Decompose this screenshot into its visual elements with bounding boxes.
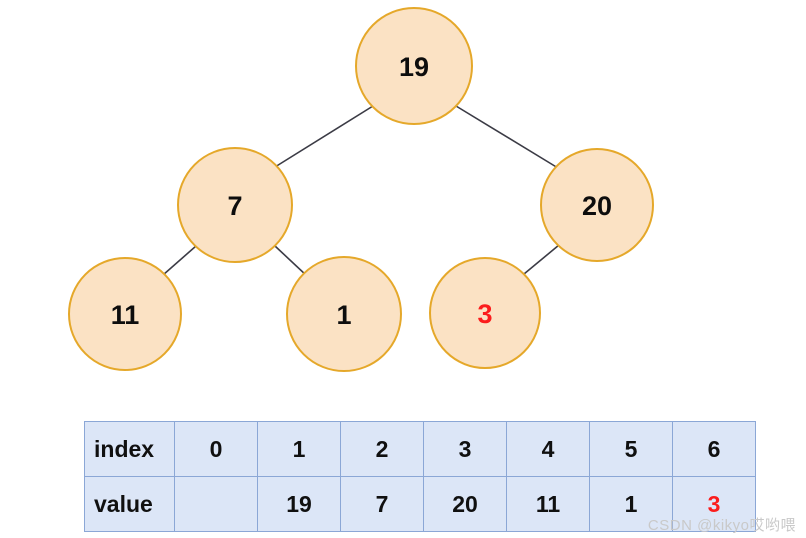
index-cell-4: 4 xyxy=(506,421,590,477)
tree-node-circle xyxy=(540,148,654,262)
tree-node-circle xyxy=(68,257,182,371)
index-cell-2: 2 xyxy=(340,421,424,477)
tree-node-19[interactable]: 19 xyxy=(355,7,473,125)
value-cell-3: 20 xyxy=(423,476,507,532)
tree-edge-n7-n11 xyxy=(162,245,197,276)
tree-node-1[interactable]: 1 xyxy=(286,256,402,372)
tree-node-20[interactable]: 20 xyxy=(540,148,654,262)
tree-node-11[interactable]: 11 xyxy=(68,257,182,371)
row-header-value: value xyxy=(84,476,175,532)
tree-edge-n19-n7 xyxy=(274,105,374,168)
tree-node-circle xyxy=(177,147,293,263)
tree-node-circle xyxy=(355,7,473,125)
index-cell-5: 5 xyxy=(589,421,673,477)
index-cell-1: 1 xyxy=(257,421,341,477)
tree-node-3[interactable]: 3 xyxy=(429,257,541,369)
value-cell-5: 1 xyxy=(589,476,673,532)
tree-node-7[interactable]: 7 xyxy=(177,147,293,263)
value-cell-0 xyxy=(174,476,258,532)
index-cell-0: 0 xyxy=(174,421,258,477)
tree-node-circle xyxy=(286,256,402,372)
tree-node-label: 11 xyxy=(111,300,140,330)
tree-edge-n7-n1 xyxy=(274,245,308,277)
tree-node-label: 3 xyxy=(477,299,492,329)
row-header-index: index xyxy=(84,421,175,477)
tree-edge-n20-n3 xyxy=(523,244,560,275)
value-cell-6: 3 xyxy=(672,476,756,532)
tree-edge-layer xyxy=(162,105,560,277)
tree-node-label: 20 xyxy=(582,191,612,221)
index-cell-3: 3 xyxy=(423,421,507,477)
tree-node-label: 1 xyxy=(336,300,351,330)
tree-node-label: 7 xyxy=(227,191,242,221)
tree-edge-n19-n20 xyxy=(455,105,559,169)
value-cell-4: 11 xyxy=(506,476,590,532)
value-cell-2: 7 xyxy=(340,476,424,532)
value-cell-1: 19 xyxy=(257,476,341,532)
index-cell-6: 6 xyxy=(672,421,756,477)
tree-node-circle xyxy=(429,257,541,369)
tree-node-label: 19 xyxy=(399,52,429,82)
